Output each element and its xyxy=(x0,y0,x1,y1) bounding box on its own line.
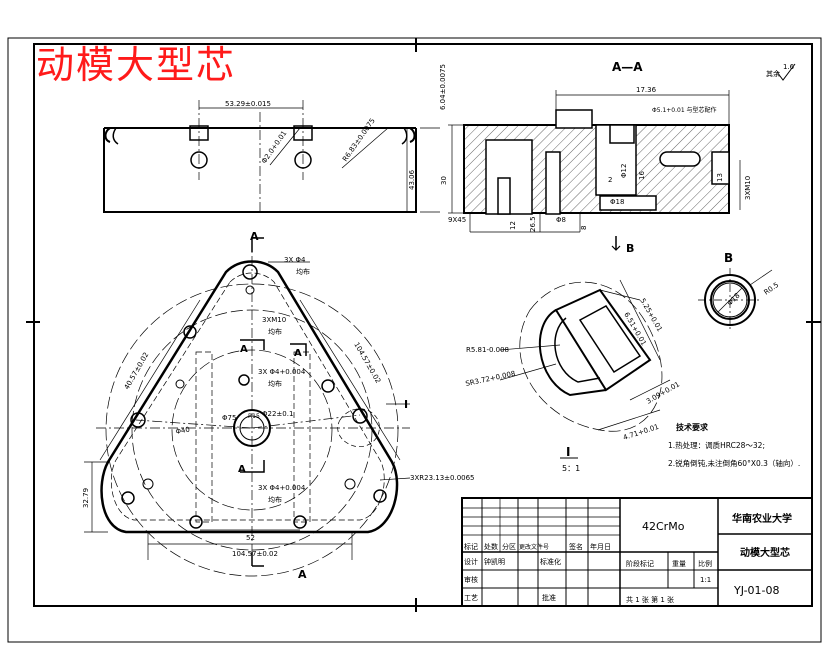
tb-r2-c1: 设计 xyxy=(464,557,478,566)
section-b-mark: B xyxy=(626,242,634,255)
tb-stage-2: 重量 xyxy=(672,560,686,568)
tech-item-1: 1.热处理：调质HRC28～32; xyxy=(668,440,765,450)
tb-r4-c1: 工艺 xyxy=(464,594,478,602)
tb-r4-c4: 批准 xyxy=(542,593,556,602)
plan-3x4-mid: 3X Φ4+0.004 xyxy=(258,368,306,376)
plan-d22: Φ22±0.1 xyxy=(262,410,293,418)
dim-sec-9x45: 9X45 xyxy=(448,216,466,224)
tb-scale: 1:1 xyxy=(700,576,711,584)
tb-part-name: 动模大型芯 xyxy=(740,546,790,559)
dim-top-height: 43.06 xyxy=(408,169,416,190)
plan-d75: Φ75 xyxy=(222,414,236,422)
dim-det-d: 4.71+0.01 xyxy=(622,423,660,442)
plan-right-arc: 104.57±0.02 xyxy=(352,341,382,385)
view-b-label: B xyxy=(724,251,733,265)
tb-sheets: 共 1 张 第 1 张 xyxy=(626,595,674,604)
dim-sec-13: 13 xyxy=(716,173,724,182)
front-view xyxy=(103,100,440,215)
dim-det-b: 6.51+0.01 xyxy=(622,311,647,347)
plan-bottom: 104.57±0.02 xyxy=(232,550,278,558)
detail-label: I xyxy=(566,445,570,459)
view-b xyxy=(698,268,773,332)
plan-peizuo-4: 均布 xyxy=(268,495,282,504)
plan-3xr23: 3XR23.13±0.0065 xyxy=(410,474,475,482)
plan-cut-a-1: A xyxy=(240,344,248,355)
plan-peizuo-3: 均布 xyxy=(268,379,282,388)
dim-sec-8: 8 xyxy=(580,226,588,230)
dim-sec-2: 2 xyxy=(608,176,612,184)
dim-b-r: R0.5 xyxy=(763,281,781,297)
tb-school: 华南农业大学 xyxy=(732,512,792,525)
plan-cut-a-top: A xyxy=(250,230,259,243)
dim-top-width: 53.29±0.015 xyxy=(225,100,271,108)
plan-cut-a-3: A xyxy=(238,464,246,475)
surface-roughness-value: 1.6 xyxy=(783,63,795,71)
tb-r1-c3: 分区 xyxy=(502,542,516,551)
dim-det-r5: R5.81-0.008 xyxy=(466,346,509,354)
dim-sec-note: Φ5.1+0.01 与型芯配作 xyxy=(652,106,717,114)
dim-det-c: 3.09+0.01 xyxy=(645,380,681,405)
detail-scale: 5：1 xyxy=(562,464,580,473)
drawing-title-stamp: 动模大型芯 xyxy=(36,43,237,87)
title-block-grid xyxy=(461,497,813,607)
tb-material: 42CrMo xyxy=(642,520,685,533)
plan-view xyxy=(84,237,411,577)
dim-sec-30: 30 xyxy=(440,176,448,185)
dim-sec-3xm10: 3XM10 xyxy=(744,176,752,200)
plan-3xm10: 3XM10 xyxy=(262,316,286,324)
plan-52: 52 xyxy=(246,534,255,542)
dim-sec-depth: 6.04±0.0075 xyxy=(439,64,447,110)
plan-left-arc: 40.57±0.02 xyxy=(123,351,151,391)
surface-roughness-symbol xyxy=(776,63,796,81)
dim-det-r3: SR3.72+0.008 xyxy=(465,370,516,388)
plan-r15: R15 xyxy=(248,413,260,420)
dim-sec-width: 17.36 xyxy=(636,86,657,94)
plan-peizuo-2: 均布 xyxy=(268,327,282,336)
dim-sec-d18: Φ18 xyxy=(610,198,624,206)
tb-stage-3: 比例 xyxy=(698,559,712,568)
plan-3279: 32.79 xyxy=(82,488,90,508)
tb-r1-c2: 处数 xyxy=(484,542,498,551)
section-label: A—A xyxy=(612,60,643,74)
plan-d40: Φ40 xyxy=(175,426,191,436)
plan-cut-i: I xyxy=(404,398,408,411)
dim-sec-26: 26.5 xyxy=(529,216,537,232)
tb-r1-c4: 更改文件号 xyxy=(519,543,549,551)
tb-r2-c4: 标准化 xyxy=(540,557,561,566)
dim-b-d: Φ18 xyxy=(726,292,742,308)
tb-r3-c1: 审核 xyxy=(464,575,478,584)
dim-sec-d8: Φ8 xyxy=(556,216,566,224)
dim-top-outline: R6.83±0.0075 xyxy=(341,117,377,163)
tb-r1-c1: 标记 xyxy=(464,542,478,551)
tb-r1-c6: 年月日 xyxy=(590,542,611,551)
tb-drawing-no: YJ-01-08 xyxy=(733,584,780,597)
dim-det-a: 5.25+0.01 xyxy=(638,297,663,333)
tb-stage-1: 阶段标记 xyxy=(626,559,654,568)
plan-3x4-bot: 3X Φ4+0.004 xyxy=(258,484,306,492)
tb-r1-c5: 签名 xyxy=(569,542,583,551)
plan-3x4-top: 3X Φ4 xyxy=(284,256,306,264)
dim-sec-12: 12 xyxy=(509,221,517,230)
plan-cut-a-2: A xyxy=(294,348,302,359)
tb-r2-c2: 钟凯明 xyxy=(484,557,505,566)
dim-sec-phi12: Φ12 xyxy=(620,164,628,178)
plan-peizuo-1: 均布 xyxy=(296,267,310,276)
tech-item-2: 2.锐角倒钝,未注倒角60°X0.3（轴向）. xyxy=(668,458,800,468)
surface-note: 其余 xyxy=(766,69,780,78)
tech-heading: 技术要求 xyxy=(676,422,709,432)
dim-sec-16: 16 xyxy=(638,171,646,180)
section-view xyxy=(448,90,741,251)
sheet-frame xyxy=(7,37,822,643)
plan-cut-a-bottom: A xyxy=(298,568,307,581)
detail-view xyxy=(499,279,671,432)
